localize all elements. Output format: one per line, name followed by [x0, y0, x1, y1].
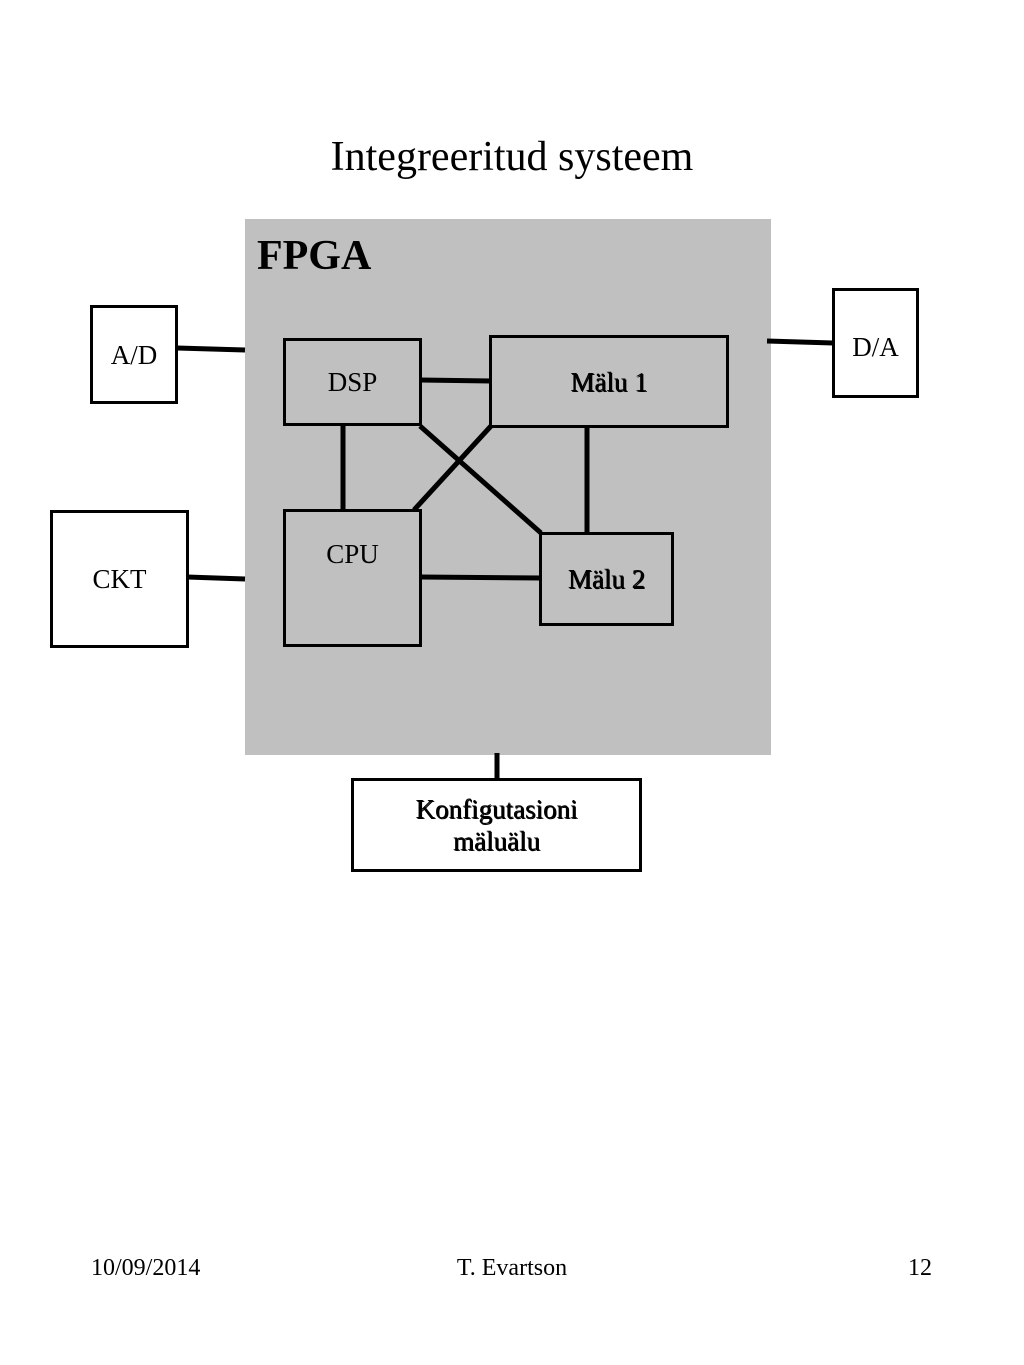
cpu-label: CPU [326, 539, 379, 569]
fpga-container [245, 219, 771, 755]
ckt-label: CKT [92, 564, 147, 594]
malu2-block: Mälu 2 [539, 532, 674, 626]
config-label-line1: Konfigutasioni [415, 794, 578, 824]
dsp-label: DSP [327, 367, 378, 397]
config-memory-block: Konfigutasioni mäluälu [351, 778, 642, 872]
line-dsp-malu2 [418, 424, 543, 535]
ad-block: A/D [90, 305, 178, 404]
config-label-line2: mäluälu [453, 826, 540, 856]
line-ckt-fpga [186, 574, 246, 582]
ad-label: A/D [110, 339, 158, 370]
line-ad-fpga [176, 345, 246, 353]
footer-date: 10/09/2014 [91, 1255, 201, 1281]
line-dsp-malu1 [419, 377, 492, 384]
dsp-block: DSP [283, 338, 422, 426]
line-fpga-da [766, 338, 834, 346]
fpga-label: FPGA [257, 233, 372, 279]
da-label: D/A [852, 332, 899, 362]
malu1-block: Mälu 1 [489, 335, 729, 428]
malu2-label: Mälu 2 [567, 564, 646, 594]
footer-author: T. Evartson [456, 1255, 568, 1281]
line-cpu-malu2 [419, 574, 542, 581]
footer-page-number: 12 [908, 1255, 932, 1281]
da-block: D/A [832, 288, 919, 398]
ckt-block: CKT [50, 510, 189, 648]
slide-title: Integreeritud systeem [330, 134, 694, 180]
cpu-block: CPU [283, 509, 422, 647]
malu1-label: Mälu 1 [570, 366, 648, 397]
line-malu1-cpu [412, 424, 493, 512]
